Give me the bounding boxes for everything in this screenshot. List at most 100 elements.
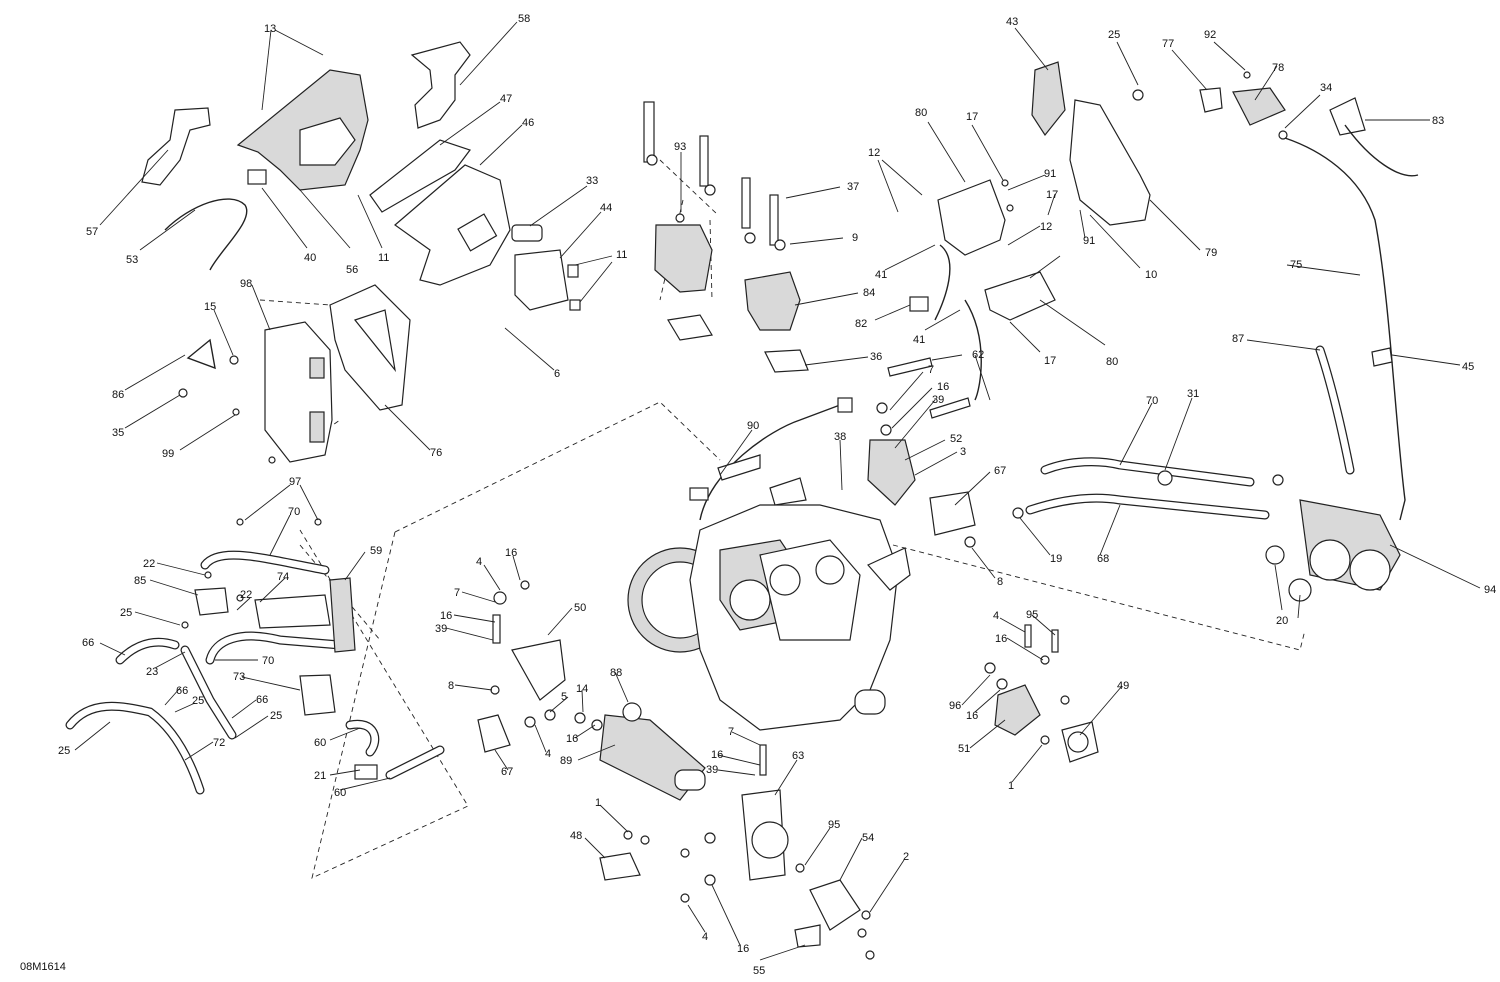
callout-label: 8 (448, 680, 454, 692)
callout-label: 95 (1026, 609, 1038, 621)
callout-label: 66 (82, 637, 94, 649)
callout-label: 12 (1040, 221, 1052, 233)
callout-label: 78 (1272, 62, 1284, 74)
callout-label: 52 (950, 433, 962, 445)
callout-label: 93 (674, 141, 686, 153)
callout-label: 51 (958, 743, 970, 755)
callout-label: 70 (1146, 395, 1158, 407)
callout-label: 25 (270, 710, 282, 722)
callout-label: 20 (1276, 615, 1288, 627)
callout-label: 76 (430, 447, 442, 459)
callout-label: 57 (86, 226, 98, 238)
callout-label: 44 (600, 202, 612, 214)
callout-label: 38 (834, 431, 846, 443)
callout-label: 1 (1008, 780, 1014, 792)
callout-label: 63 (792, 750, 804, 762)
callout-label: 94 (1484, 584, 1496, 596)
starter-and-engine-mounts (477, 580, 875, 960)
callout-label: 5 (561, 691, 567, 703)
callout-label: 91 (1044, 168, 1056, 180)
callout-label: 14 (576, 683, 588, 695)
callout-label: 40 (304, 252, 316, 264)
callout-label: 82 (855, 318, 867, 330)
callout-label: 75 (1290, 259, 1302, 271)
electrical-bracket-and-relays (937, 61, 1419, 521)
callout-label: 10 (1145, 269, 1157, 281)
callout-label: 54 (862, 832, 874, 844)
callout-label: 33 (586, 175, 598, 187)
callout-label: 39 (932, 394, 944, 406)
callout-label: 12 (868, 147, 880, 159)
callout-label: 34 (1320, 82, 1332, 94)
callout-label: 13 (264, 23, 276, 35)
callout-label: 41 (913, 334, 925, 346)
callout-label: 37 (847, 181, 859, 193)
callout-label: 4 (993, 610, 999, 622)
callout-label: 92 (1204, 29, 1216, 41)
callout-label: 83 (1432, 115, 1444, 127)
callout-label: 46 (522, 117, 534, 129)
callout-label: 16 (505, 547, 517, 559)
callout-label: 95 (828, 819, 840, 831)
intake-hoses (929, 345, 1401, 602)
callout-label: 73 (233, 671, 245, 683)
callout-label: 72 (213, 737, 225, 749)
callout-label: 17 (1046, 189, 1058, 201)
callout-label: 45 (1462, 361, 1474, 373)
callout-label: 88 (610, 667, 622, 679)
callout-label: 21 (314, 770, 326, 782)
callout-label: 1 (595, 797, 601, 809)
callout-label: 19 (1050, 553, 1062, 565)
callout-label: 15 (204, 301, 216, 313)
callout-label: 22 (143, 558, 155, 570)
callout-label: 4 (702, 931, 708, 943)
callout-label: 77 (1162, 38, 1174, 50)
callout-label: 17 (966, 111, 978, 123)
callout-label: 60 (314, 737, 326, 749)
callout-label: 80 (1106, 356, 1118, 368)
callout-label: 66 (256, 694, 268, 706)
callout-label: 4 (476, 556, 482, 568)
callout-label: 98 (240, 278, 252, 290)
callout-label: 11 (378, 252, 389, 264)
callout-label: 89 (560, 755, 572, 767)
callout-label: 67 (994, 465, 1006, 477)
callout-label: 2 (903, 851, 909, 863)
callout-label: 68 (1097, 553, 1109, 565)
callout-label: 96 (949, 700, 961, 712)
callout-label: 39 (706, 764, 718, 776)
callout-label: 84 (863, 287, 875, 299)
callout-label: 66 (176, 685, 188, 697)
callout-label: 16 (737, 943, 749, 955)
callout-leader-lines (74, 21, 1481, 961)
callout-label: 97 (289, 476, 301, 488)
callout-label: 79 (1205, 247, 1217, 259)
callout-label: 16 (440, 610, 452, 622)
engine-assembly (627, 397, 911, 731)
callout-label: 4 (545, 748, 551, 760)
callout-label: 7 (928, 364, 934, 376)
callout-label: 16 (966, 710, 978, 722)
callout-label: 59 (370, 545, 382, 557)
callout-label: 70 (288, 506, 300, 518)
callout-label: 25 (192, 695, 204, 707)
callout-label: 49 (1117, 680, 1129, 692)
callout-label: 85 (134, 575, 146, 587)
callout-label: 16 (566, 733, 578, 745)
callout-label: 23 (146, 666, 158, 678)
callout-label: 25 (58, 745, 70, 757)
callout-label: 70 (262, 655, 274, 667)
callout-label: 74 (277, 571, 289, 583)
drive-belt-guard-parts (141, 41, 581, 311)
ignition-coils (643, 101, 809, 373)
callout-label: 87 (1232, 333, 1244, 345)
callout-label: 91 (1083, 235, 1095, 247)
callout-label: 56 (346, 264, 358, 276)
callout-label: 11 (616, 249, 627, 261)
callout-label: 6 (554, 368, 560, 380)
solenoid-and-vent-hoses (65, 518, 445, 795)
callout-label: 25 (120, 607, 132, 619)
callout-label: 55 (753, 965, 765, 977)
right-mount-parts (984, 624, 1099, 763)
